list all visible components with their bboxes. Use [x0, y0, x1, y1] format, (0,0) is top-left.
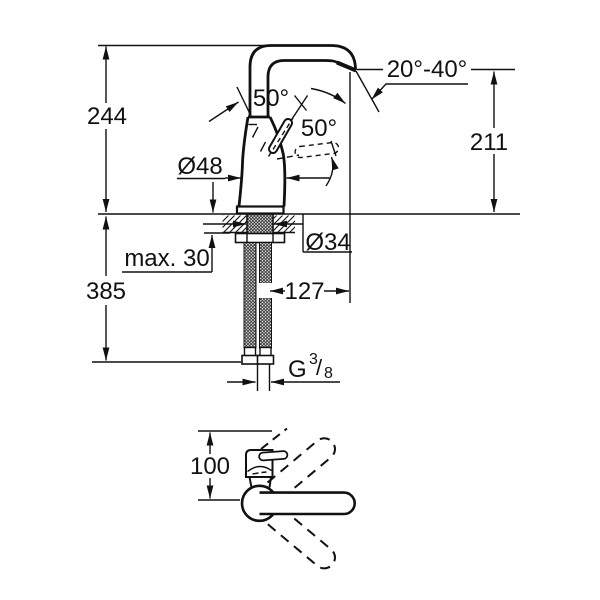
dim-50-lower-label: 50°	[301, 115, 337, 142]
supply-hoses	[241, 242, 275, 391]
dim-34-label: Ø34	[305, 229, 350, 256]
base-flange	[235, 205, 285, 215]
lever-centerline	[267, 117, 294, 157]
dim-thread-g38: G 3 / 8	[227, 351, 340, 386]
dim-angle-20-40: 20°-40°	[310, 55, 471, 113]
g38-pipe	[256, 364, 271, 391]
dim-50-upper-label: 50°	[253, 85, 289, 112]
g38-numerator: 3	[309, 351, 318, 368]
dome-arc	[247, 465, 272, 473]
dim-offset-127: 127	[270, 278, 349, 305]
dim-angle-50-upper: 50°	[208, 85, 289, 123]
reference-lines	[92, 44, 520, 363]
dim-2040-label: 20°-40°	[387, 56, 468, 83]
handle-phantom-dashes	[260, 427, 288, 450]
g38-prefix: G	[288, 356, 307, 383]
dim-211-label: 211	[470, 129, 508, 156]
lever-axis-cross	[290, 95, 309, 121]
dim-127-label: 127	[284, 278, 324, 305]
outlet-face-extension	[355, 70, 380, 113]
outlet-swing-arc	[310, 87, 346, 105]
hose-nut-right	[256, 354, 275, 365]
g38-slash: /	[316, 355, 323, 380]
dim-hole-diameter-34: Ø34	[203, 214, 352, 256]
g38-denominator: 8	[324, 365, 333, 382]
handle-top	[245, 427, 289, 488]
lever-phantom-tick	[330, 140, 337, 157]
dim-100-label: 100	[190, 453, 230, 480]
dim-body-diameter-48: Ø48	[177, 153, 330, 213]
handle-axis-dashes	[251, 126, 267, 152]
dim-depth-385: 385	[86, 216, 126, 361]
spout-outline	[248, 44, 357, 117]
dim-height-211: 211	[470, 71, 508, 212]
dim-48-label: Ø48	[177, 153, 222, 180]
top-view: 100	[190, 427, 356, 570]
dim-height-100: 100	[190, 430, 272, 501]
angle-ref-tick	[236, 86, 253, 119]
side-view: 244 385 211 20°-40° Ø48	[86, 44, 520, 391]
lever-phantom-knob	[294, 141, 340, 159]
dim-angle-50-lower: 50°	[301, 115, 339, 187]
handle-lever	[267, 95, 340, 160]
spout-solid	[259, 491, 356, 516]
hose-break-gap	[257, 283, 274, 298]
dim-height-244: 244	[87, 46, 127, 212]
dim-385-label: 385	[86, 278, 126, 305]
dim-244-label: 244	[87, 103, 127, 130]
dim-max30-label: max. 30	[124, 245, 209, 272]
dim-max-thickness-30: max. 30	[122, 235, 216, 273]
neck	[248, 476, 272, 488]
faucet-body	[235, 115, 287, 215]
outlet-cut-face	[336, 60, 357, 73]
handle-swing-arc	[325, 156, 339, 187]
lever-phantom-line	[276, 154, 300, 160]
hose-nut-left	[241, 354, 259, 365]
